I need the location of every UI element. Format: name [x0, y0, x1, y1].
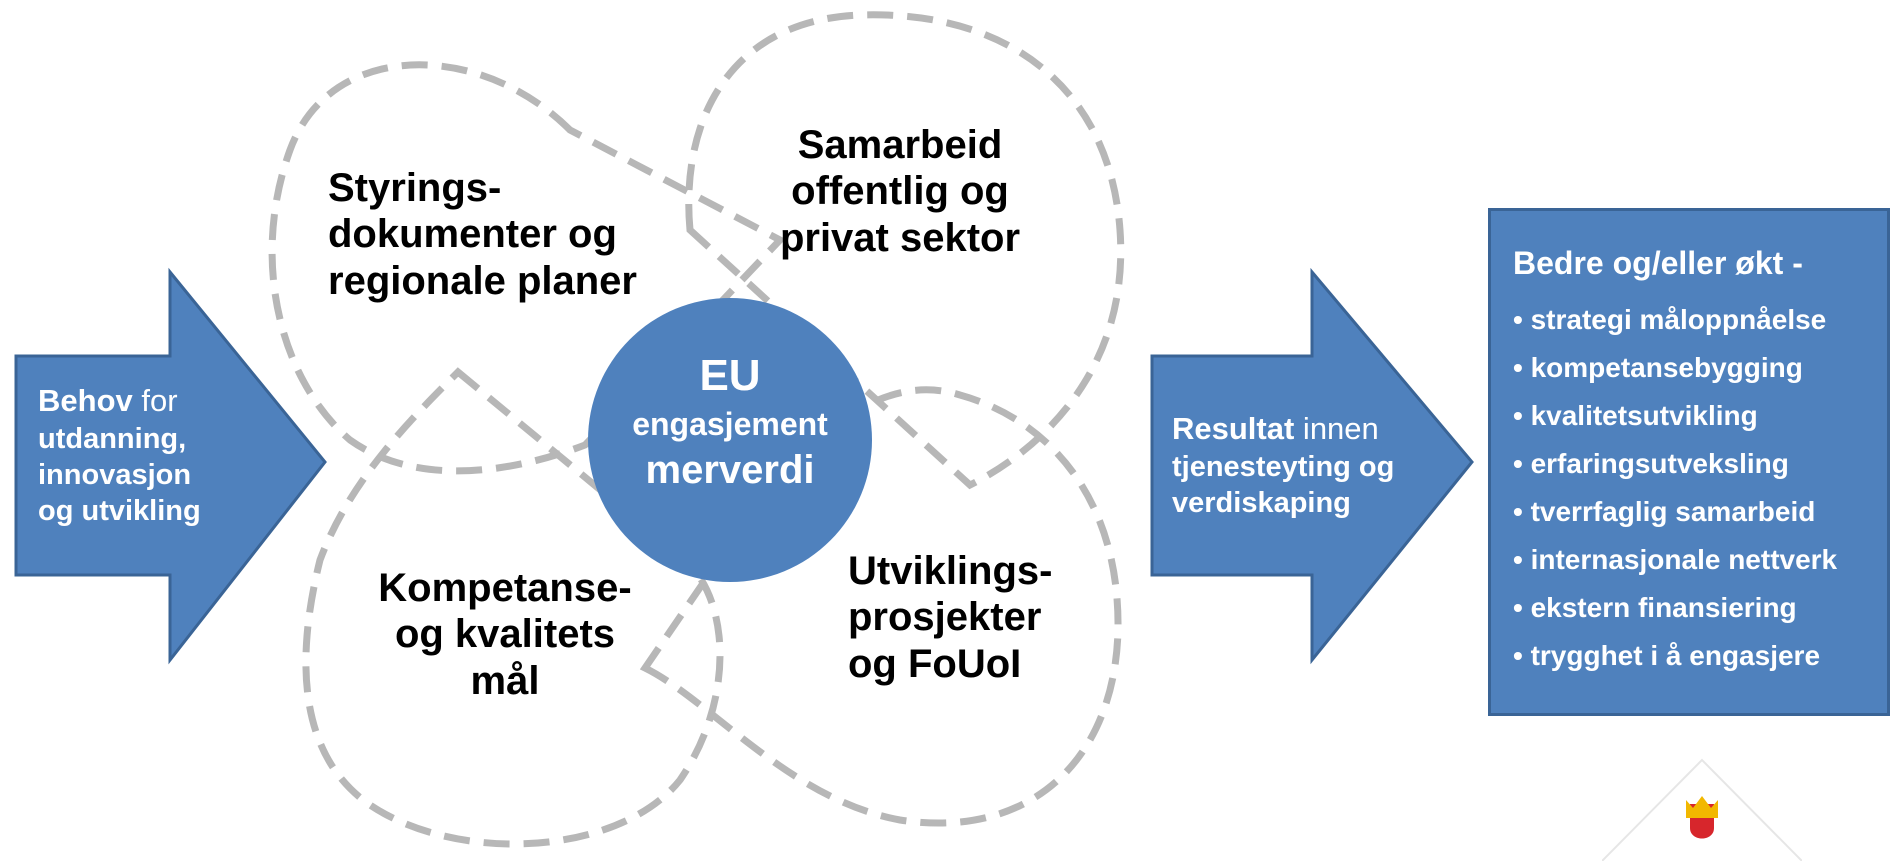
result-list-item: • kvalitetsutvikling [1513, 400, 1758, 431]
left-arrow-line: og utvikling [38, 495, 201, 528]
result-list: • strategi måloppnåelse • kompetansebygg… [1513, 296, 1887, 680]
petal-bottom-left-text: Kompetanse- og kvalitets mål [365, 565, 645, 704]
right-arrow-bold: Resultat [1172, 411, 1295, 446]
petal-top-left-text: Styrings- dokumenter og regionale planer [328, 165, 637, 304]
center-line-1: EU [699, 351, 761, 400]
result-title: Bedre og/eller økt - [1513, 245, 1803, 281]
left-arrow-shape [14, 267, 327, 665]
petal-line: regionale planer [328, 258, 637, 303]
result-list-item: • kompetansebygging [1513, 352, 1803, 383]
left-arrow-line: innovasjon [38, 459, 192, 491]
petal-line: og kvalitets [394, 612, 616, 657]
petal-line: mål [470, 658, 540, 703]
left-arrow-line: utdanning, [38, 422, 187, 455]
result-list-item: • trygghet i å engasjere [1513, 640, 1821, 671]
result-list-item: • ekstern finansiering [1513, 592, 1797, 623]
petal-line: Kompetanse- [378, 566, 632, 610]
petal-line: Styrings- [328, 166, 502, 210]
left-arrow-rest: for [132, 383, 178, 418]
petal-top-right-outline [685, 11, 1125, 490]
petal-line: Samarbeid [797, 123, 1003, 167]
petal-top-left-outline [268, 61, 786, 475]
petal-line: dokumenter og [328, 212, 617, 257]
center-label: EU engasjement merverdi [590, 348, 870, 494]
center-line-2: engasjement [632, 406, 828, 442]
left-arrow-bold: Behov [38, 383, 133, 418]
petal-line: prosjekter [848, 595, 1042, 640]
petal-bottom-left-outline [302, 367, 724, 848]
petal-top-right-text: Samarbeid offentlig og privat sektor [770, 122, 1030, 261]
petal-line: privat sektor [779, 215, 1021, 260]
petal-bottom-right-text: Utviklings- prosjekter og FoUoI [848, 548, 1052, 687]
petal-line: offentlig og [791, 169, 1009, 214]
right-arrow-line: verdiskaping [1172, 487, 1351, 519]
right-arrow-rest: innen [1294, 411, 1379, 446]
left-arrow-text: Behov for utdanning, innovasjon og utvik… [38, 382, 201, 530]
petal-line: og FoUoI [848, 641, 1022, 686]
right-arrow-text: Resultat innen tjenesteyting og verdiska… [1172, 410, 1394, 521]
right-arrow-shape [1150, 267, 1474, 665]
petal-bottom-right-outline [639, 386, 1122, 827]
right-arrow-line: tjenesteyting og [1172, 450, 1395, 483]
result-list-item: • erfaringsutveksling [1513, 448, 1789, 479]
crown-shield-icon [1602, 758, 1802, 861]
result-list-item: • internasjonale nettverk [1513, 544, 1838, 575]
result-list-item: • strategi måloppnåelse [1513, 304, 1827, 335]
petal-line: Utviklings- [848, 549, 1053, 593]
result-list-item: • tverrfaglig samarbeid [1513, 496, 1816, 527]
result-box: Bedre og/eller økt - • strategi måloppnå… [1488, 208, 1890, 716]
center-circle [588, 298, 872, 582]
center-line-3: merverdi [645, 448, 815, 493]
